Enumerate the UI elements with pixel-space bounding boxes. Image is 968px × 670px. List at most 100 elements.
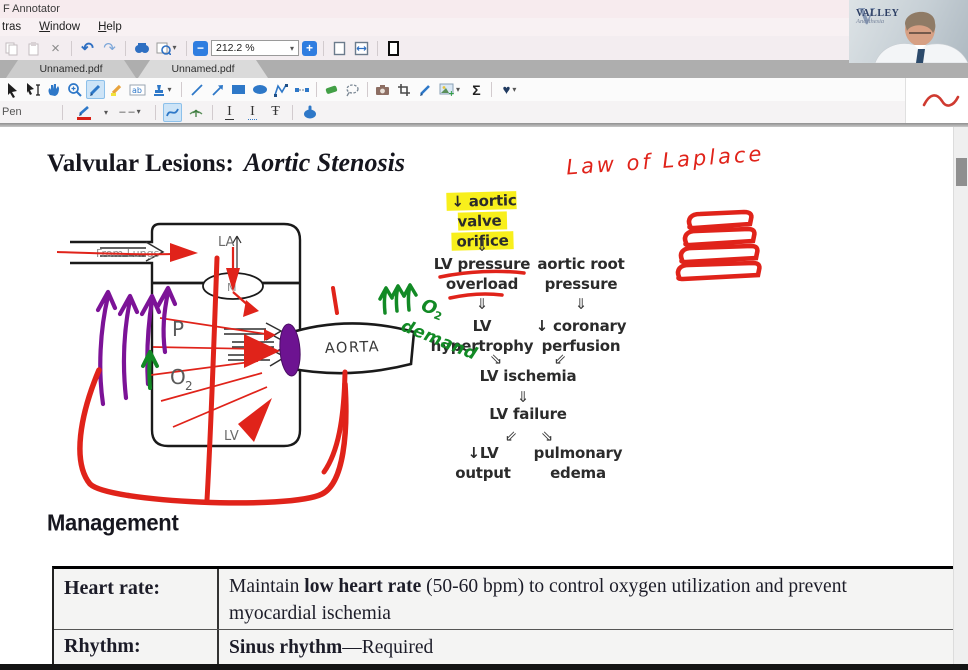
undo-icon[interactable]: ↶ (81, 39, 94, 57)
text-strikeout-icon[interactable]: Ŧ (271, 104, 280, 119)
text-baseline-icon[interactable]: I (248, 103, 257, 120)
svg-text:ab: ab (132, 86, 142, 95)
heart-diagram-and-ink-annotations: From Lungs LA M AORTA (56, 142, 765, 506)
vertical-scrollbar[interactable] (953, 127, 968, 665)
sigma-sum-icon[interactable]: Σ (472, 81, 481, 98)
separator (125, 40, 126, 56)
separator (292, 104, 293, 120)
dash-style-icon[interactable]: – – ▾ (119, 105, 141, 118)
zoom-level-combo[interactable]: 212.2 % ▾ (211, 40, 299, 56)
aorta-banner (284, 322, 416, 375)
flow-arrow-se: ⇘ (540, 427, 554, 445)
redo-icon[interactable]: ↷ (103, 39, 116, 57)
green-o2-ink: O (418, 295, 440, 320)
zoom-out-button[interactable]: − (193, 40, 208, 56)
o2-label: O (170, 365, 186, 389)
stenotic-valve-purple (279, 323, 301, 377)
pen-blue-icon[interactable] (415, 80, 434, 99)
touch-input-icon[interactable] (300, 103, 319, 122)
separator (155, 104, 156, 120)
pen-preview-panel (905, 78, 968, 123)
red-stacked-bars-ink (675, 209, 762, 282)
separator (491, 82, 492, 97)
arrow-tool-icon[interactable] (208, 80, 227, 99)
zoom-in-button[interactable]: + (302, 40, 317, 56)
p-label: P (172, 317, 184, 341)
svg-text:+: + (448, 89, 454, 96)
snapshot-camera-icon[interactable] (373, 80, 392, 99)
row-content: Sinus rhythm—Required (229, 637, 434, 658)
flow-arrow-sw: ⇙ (504, 427, 518, 445)
separator (181, 82, 182, 97)
stamp-tool-icon[interactable]: ▾ (149, 80, 176, 99)
separator (323, 40, 324, 56)
red-underlines-ink (438, 269, 526, 300)
pen-tool-icon[interactable] (86, 80, 105, 99)
slide-title-italic: Aortic Stenosis (243, 148, 405, 177)
o2-sub-label: 2 (185, 379, 193, 393)
favorites-heart-icon[interactable]: ♥ ▾ (502, 82, 517, 97)
row-label: Heart rate: (54, 569, 219, 629)
tab-unnamed-2[interactable]: Unnamed.pdf (138, 60, 268, 78)
flow-arrow-down: ⇓ (475, 295, 489, 313)
delete-icon[interactable]: × (51, 39, 60, 57)
from-lungs-red-strike (56, 251, 173, 256)
pressure-sensitivity-icon[interactable] (186, 103, 205, 122)
title-bar: F Annotator (0, 0, 968, 18)
eraser-tool-icon[interactable] (322, 80, 341, 99)
zoom-level-value: 212.2 % (216, 42, 255, 54)
menu-item-extras[interactable]: tras (2, 21, 22, 33)
search-binoculars-icon[interactable] (132, 39, 151, 58)
fit-page-icon[interactable] (330, 39, 349, 58)
flow-node-lv-failure: LV failure (489, 405, 567, 423)
zoom-in-tool-icon[interactable] (65, 80, 84, 99)
rectangle-tool-icon[interactable] (229, 80, 248, 99)
connector-tool-icon[interactable] (292, 80, 311, 99)
paste-icon[interactable] (24, 39, 43, 58)
red-arrowheads (170, 243, 280, 442)
tab-unnamed-1[interactable]: Unnamed.pdf (6, 60, 136, 78)
select-cursor-icon[interactable] (2, 80, 21, 99)
page-border-toggle-icon[interactable] (384, 39, 403, 58)
fit-width-icon[interactable] (352, 39, 371, 58)
insert-image-icon[interactable]: + ▾ (436, 80, 465, 99)
scrollbar-thumb[interactable] (956, 158, 967, 186)
text-underline-icon[interactable]: I (225, 103, 234, 120)
law-of-laplace-ink: Law of Laplace (565, 142, 765, 180)
pen-color-caret[interactable]: ▾ (103, 107, 108, 117)
main-toolbar: × ↶ ↷ ▾ − 212.2 % ▾ + (0, 36, 968, 60)
pen-properties-bar: Pen ▾ – – ▾ I I Ŧ (0, 101, 968, 123)
copy-icon[interactable] (2, 39, 21, 58)
text-box-tool-icon[interactable]: ab (128, 80, 147, 99)
text-select-cursor-icon[interactable] (23, 80, 42, 99)
valley-anesthesia-logo: V Valley Anesthesia (856, 4, 900, 30)
zoom-mode-icon[interactable]: ▾ (154, 39, 180, 58)
table-row-heart-rate: Heart rate: Maintain low heart rate (50-… (54, 569, 968, 630)
smooth-curve-icon[interactable] (163, 102, 182, 122)
highlighter-tool-icon[interactable] (107, 80, 126, 99)
pan-hand-icon[interactable] (44, 80, 63, 99)
separator (71, 40, 72, 56)
ellipse-tool-icon[interactable] (250, 80, 269, 99)
separator (212, 104, 213, 120)
from-lungs-arrow (100, 241, 165, 262)
separator (377, 40, 378, 56)
lasso-tool-icon[interactable] (343, 80, 362, 99)
flow-arrow-down: ⇓ (475, 237, 489, 255)
polygon-tool-icon[interactable] (271, 80, 290, 99)
webcam-video-overlay: V Valley Anesthesia (849, 0, 968, 63)
window-title: F Annotator (3, 3, 60, 15)
management-table: Heart rate: Maintain low heart rate (50-… (52, 566, 968, 666)
menu-item-window[interactable]: Window (39, 21, 81, 33)
menu-item-help[interactable]: Help (98, 21, 122, 33)
pen-color-icon[interactable] (70, 103, 98, 122)
lv-label: LV (224, 429, 239, 444)
toolbar-document-divider (0, 123, 968, 127)
line-tool-icon[interactable] (187, 80, 206, 99)
menu-bar: tras Window Help (0, 18, 968, 36)
crop-tool-icon[interactable] (394, 80, 413, 99)
